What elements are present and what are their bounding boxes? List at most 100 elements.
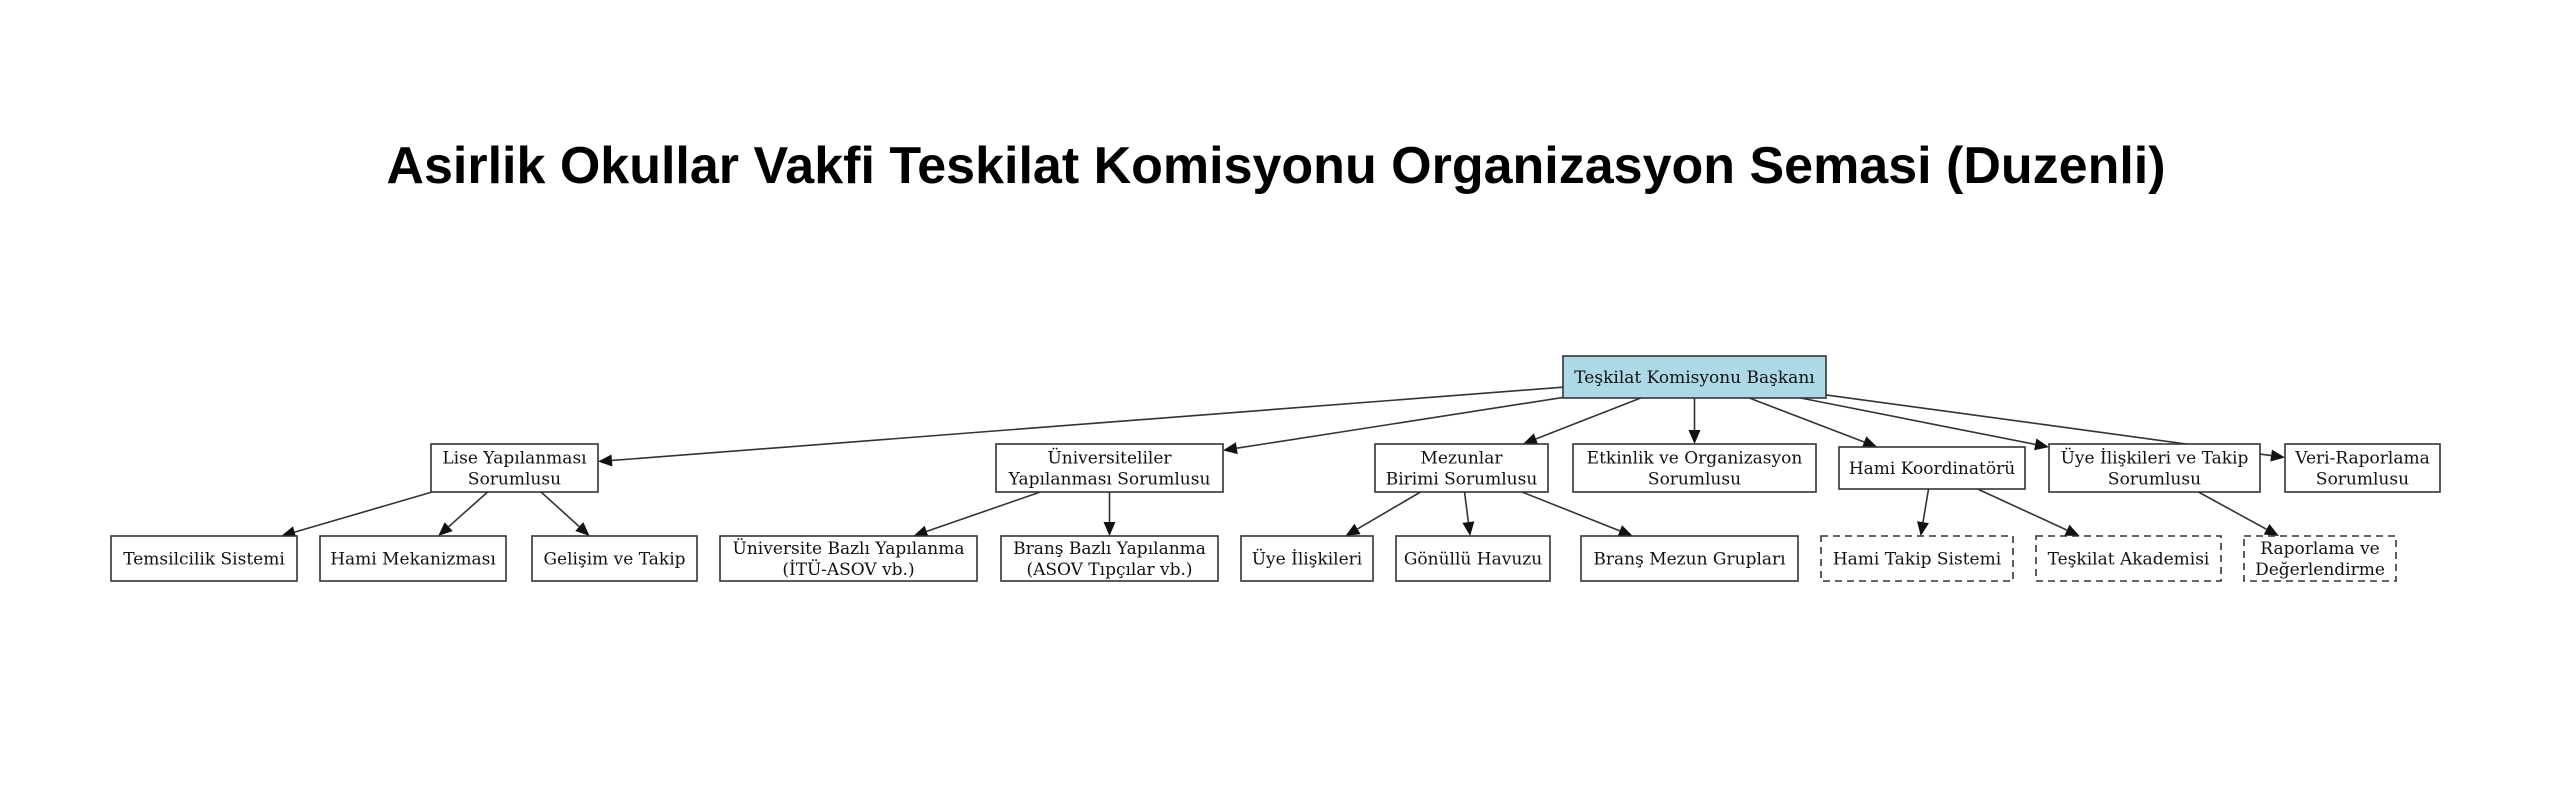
node-label: Hami Koordinatörü [1849, 459, 2015, 479]
node-label: Branş Bazlı Yapılanma [1013, 539, 1206, 559]
node-box [1562, 355, 1827, 399]
node-box [719, 535, 978, 582]
node-root[interactable]: Teşkilat Komisyonu Başkanı [1562, 355, 1827, 399]
node-label: Üniversite Bazlı Yapılanma [733, 538, 965, 559]
edge-line [1922, 488, 1930, 523]
node-label: Üniversiteliler [1047, 448, 1172, 469]
edge-root-univ [1223, 396, 1564, 455]
node-label: Etkinlik ve Organizasyon [1587, 449, 1803, 469]
edge-hami-akademi [1977, 488, 2080, 536]
arrow-head-icon [2034, 438, 2049, 451]
edge-univ-univbazli [913, 491, 1041, 538]
arrow-head-icon [281, 526, 297, 538]
node-box [1820, 535, 2014, 582]
arrow-head-icon [1917, 521, 1929, 536]
edge-line [1800, 397, 2036, 446]
node-label: Sorumlusu [2108, 470, 2201, 490]
edge-line [1521, 491, 1621, 532]
edge-line [611, 386, 1564, 462]
edge-root-hami [1749, 397, 1878, 448]
node-gelisim[interactable]: Gelişim ve Takip [531, 535, 698, 582]
node-box [1572, 443, 1817, 493]
edge-hami-hamitakip [1917, 488, 1930, 536]
arrow-head-icon [1861, 436, 1878, 448]
node-box [531, 535, 698, 582]
node-box [1395, 535, 1551, 582]
node-label: Teşkilat Komisyonu Başkanı [1574, 368, 1815, 388]
node-label: (İTÜ-ASOV vb.) [782, 559, 914, 580]
edge-line [1236, 396, 1564, 449]
node-label: Değerlendirme [2255, 560, 2385, 580]
arrow-head-icon [913, 525, 929, 538]
edges [281, 386, 2285, 538]
node-univbazli[interactable]: Üniversite Bazlı Yapılanma(İTÜ-ASOV vb.) [719, 535, 978, 582]
node-box [2035, 535, 2222, 582]
node-label: Raporlama ve [2260, 539, 2379, 559]
node-label: Teşkilat Akademisi [2048, 550, 2210, 570]
edge-univ-bransbazli [1103, 492, 1116, 536]
node-box [995, 443, 1224, 493]
edge-mezun-uyeilis [1345, 491, 1421, 536]
node-label: Lise Yapılanması [442, 449, 587, 469]
node-box [1838, 446, 2026, 490]
node-label: Veri-Raporlama [2294, 449, 2429, 469]
node-uyeilis[interactable]: Üye İlişkileri [1240, 535, 1374, 582]
arrow-head-icon [575, 522, 590, 536]
node-label: Sorumlusu [468, 470, 561, 490]
arrow-head-icon [2064, 524, 2080, 536]
node-label: Sorumlusu [2316, 470, 2409, 490]
arrow-head-icon [438, 522, 453, 536]
edge-line [2198, 491, 2267, 530]
node-label: (ASOV Tıpçılar vb.) [1026, 560, 1192, 580]
edge-line [1463, 491, 1470, 523]
edge-root-mezun [1522, 397, 1642, 445]
node-box [2243, 535, 2397, 582]
node-box [1374, 443, 1549, 493]
node-hamimek[interactable]: Hami Mekanizması [319, 535, 507, 582]
edge-line [1535, 397, 1642, 440]
edge-line [1357, 491, 1421, 530]
node-box [319, 535, 507, 582]
edge-line [448, 491, 489, 528]
edge-uye-rapor [2198, 491, 2279, 536]
edge-root-lise [598, 386, 1564, 467]
node-label: Hami Takip Sistemi [1833, 550, 2002, 570]
node-box [430, 443, 599, 493]
arrow-head-icon [2263, 524, 2279, 536]
edge-line [1977, 488, 2068, 531]
node-temsil[interactable]: Temsilcilik Sistemi [110, 535, 298, 582]
node-box [1000, 535, 1219, 582]
edge-lise-gelisim [540, 491, 590, 536]
edge-root-etkinlik [1688, 398, 1701, 444]
arrow-head-icon [1223, 442, 1238, 455]
edge-mezun-gonullu [1462, 491, 1475, 536]
node-bransmezun[interactable]: Branş Mezun Grupları [1580, 535, 1799, 582]
edge-lise-temsil [281, 491, 433, 538]
edge-root-uye [1800, 397, 2049, 451]
node-box [1580, 535, 1799, 582]
node-label: Temsilcilik Sistemi [123, 550, 285, 570]
edge-mezun-bransmezun [1521, 491, 1633, 537]
arrow-head-icon [2270, 449, 2285, 462]
node-bransbazli[interactable]: Branş Bazlı Yapılanma(ASOV Tıpçılar vb.) [1000, 535, 1219, 582]
node-label: Gelişim ve Takip [543, 550, 685, 570]
arrow-head-icon [1103, 522, 1116, 536]
node-label: Sorumlusu [1648, 470, 1741, 490]
node-label: Yapılanması Sorumlusu [1008, 470, 1211, 490]
node-akademi[interactable]: Teşkilat Akademisi [2035, 535, 2222, 582]
node-hami[interactable]: Hami Koordinatörü [1838, 446, 2026, 490]
node-label: Birimi Sorumlusu [1386, 470, 1538, 490]
node-hamitakip[interactable]: Hami Takip Sistemi [1820, 535, 2014, 582]
node-label: Gönüllü Havuzu [1404, 550, 1542, 570]
edge-line [1749, 397, 1865, 443]
node-box [1240, 535, 1374, 582]
node-gonullu[interactable]: Gönüllü Havuzu [1395, 535, 1551, 582]
